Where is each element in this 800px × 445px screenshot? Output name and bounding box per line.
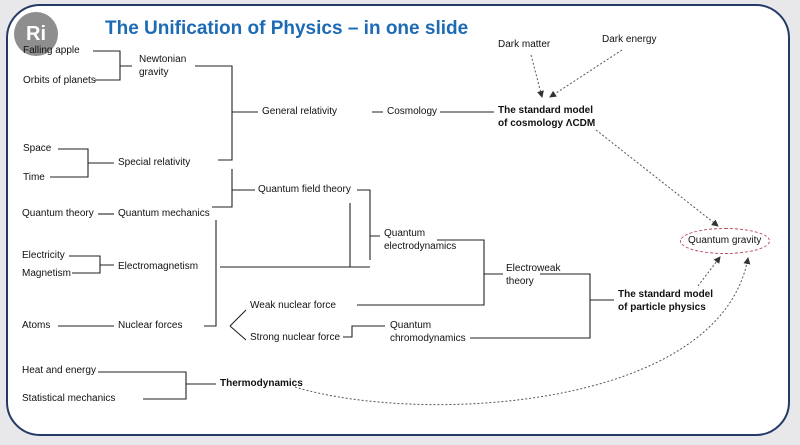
ri-logo: Ri (14, 12, 58, 56)
node-quantum-mechanics: Quantum mechanics (118, 208, 210, 219)
connector-split (229, 309, 247, 341)
arrow-particle-qg (697, 256, 721, 287)
node-standard-model-cosmology-line2: of cosmology ΛCDM (498, 118, 596, 129)
quantum-gravity-oval (680, 228, 770, 254)
node-electroweak-line2: theory (506, 276, 534, 287)
node-qcd-line2: chromodynamics (390, 333, 466, 344)
node-qcd-line1: Quantum (390, 320, 432, 331)
connector-trunk (204, 220, 217, 327)
node-time: Time (23, 172, 45, 183)
node-newtonian-gravity-line2: gravity (139, 67, 169, 78)
node-standard-model-particle-line2: of particle physics (618, 302, 706, 313)
node-magnetism: Magnetism (22, 268, 71, 279)
node-qed-line1: Quantum (384, 228, 426, 239)
node-strong-nuclear-force: Strong nuclear force (250, 332, 341, 343)
connector-qcd (343, 325, 385, 338)
connector-special-relativity (50, 148, 114, 178)
node-thermodynamics: Thermodynamics (220, 378, 303, 389)
node-cosmology: Cosmology (387, 106, 438, 117)
node-special-relativity: Special relativity (118, 157, 191, 168)
slide-title: The Unification of Physics – in one slid… (105, 18, 469, 39)
node-atoms: Atoms (22, 320, 51, 331)
arrow-cosmology-qg (595, 129, 719, 227)
connector-qed (357, 189, 380, 260)
node-falling-apple: Falling apple (23, 45, 80, 56)
connector-qft (212, 169, 255, 208)
node-orbits-of-planets: Orbits of planets (23, 75, 96, 86)
connector-standard-model (470, 273, 614, 339)
node-standard-model-cosmology-line1: The standard model (498, 105, 594, 116)
connector-newtonian (93, 50, 132, 81)
connector-thermodynamics (98, 371, 216, 400)
node-quantum-field-theory: Quantum field theory (258, 184, 351, 195)
node-dark-energy: Dark energy (602, 34, 657, 45)
node-electroweak-line1: Electroweak (506, 263, 561, 274)
connector-electromagnetism (69, 255, 114, 274)
node-standard-model-particle-line1: The standard model (618, 289, 714, 300)
node-space: Space (23, 143, 52, 154)
node-general-relativity: General relativity (262, 106, 338, 117)
node-electromagnetism: Electromagnetism (118, 261, 199, 272)
arrow-dark-matter (530, 54, 544, 98)
node-newtonian-gravity-line1: Newtonian (139, 54, 187, 65)
node-electricity: Electricity (22, 250, 65, 261)
node-nuclear-forces: Nuclear forces (118, 320, 183, 331)
arrow-dark-energy (549, 49, 623, 98)
node-weak-nuclear-force: Weak nuclear force (250, 300, 336, 311)
node-dark-matter: Dark matter (498, 39, 551, 50)
node-statistical-mechanics: Statistical mechanics (22, 393, 116, 404)
connector-electroweak (357, 239, 503, 306)
node-qed-line2: electrodynamics (384, 241, 457, 252)
arrow-thermo-qg (294, 257, 751, 406)
node-quantum-theory: Quantum theory (22, 208, 94, 219)
slide-frame: Ri The Unification of Physics – in one s… (6, 4, 790, 436)
node-quantum-gravity: Quantum gravity (688, 235, 762, 246)
node-heat-and-energy: Heat and energy (22, 365, 96, 376)
connector-general-relativity (195, 65, 258, 161)
